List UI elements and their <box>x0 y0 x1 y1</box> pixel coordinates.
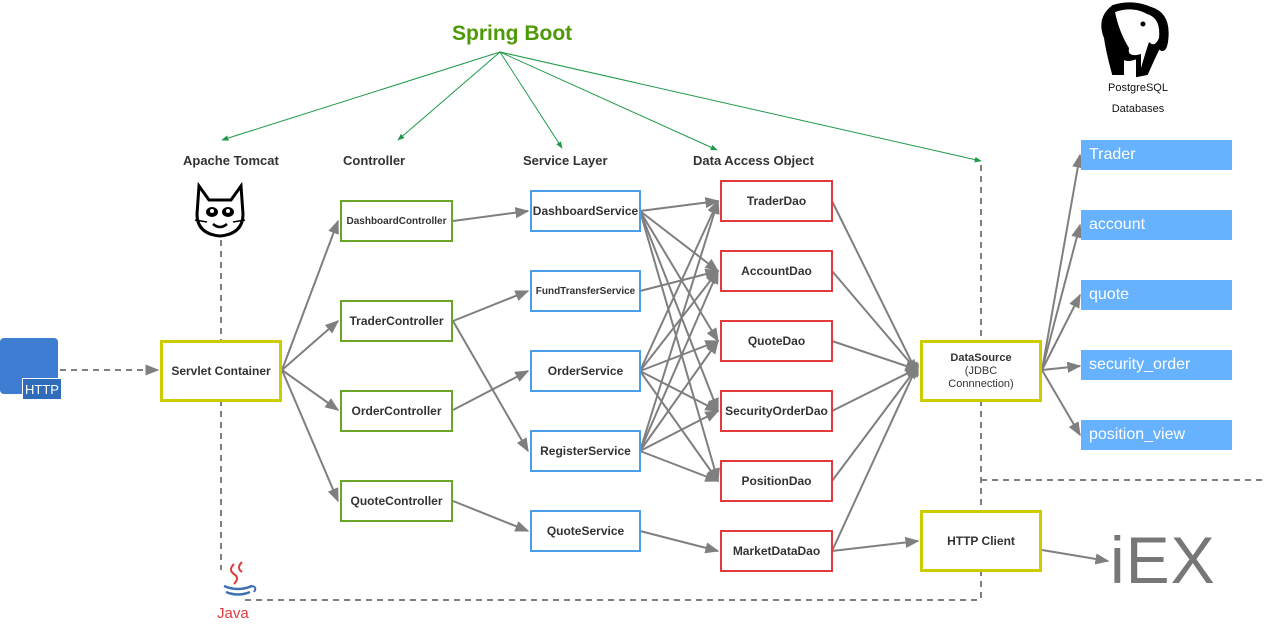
postgresql-label: PostgreSQL Databases <box>1098 78 1178 120</box>
postgresql-line1: PostgreSQL <box>1108 82 1168 94</box>
dashboard-controller-node: DashboardController <box>340 200 453 242</box>
header-apache-tomcat: Apache Tomcat <box>183 153 279 168</box>
table-security-order: security_order <box>1081 350 1232 380</box>
table-account: account <box>1081 210 1232 240</box>
quote-dao-node: QuoteDao <box>720 320 833 362</box>
datasource-node: DataSource (JDBC Connnection) <box>920 340 1042 402</box>
tomcat-cat-icon <box>194 181 246 238</box>
java-cup-icon <box>223 561 257 596</box>
postgresql-line2: Databases <box>1111 103 1165 115</box>
java-label: Java <box>217 605 249 622</box>
servlet-container-node: Servlet Container <box>160 340 282 402</box>
dashboard-service-node: DashboardService <box>530 190 641 232</box>
http-label: HTTP <box>22 378 62 400</box>
quote-controller-node: QuoteController <box>340 480 453 522</box>
order-controller-node: OrderController <box>340 390 453 432</box>
account-dao-node: AccountDao <box>720 250 833 292</box>
spring-arrows <box>221 51 982 163</box>
postgresql-elephant-icon <box>1101 2 1169 78</box>
http-icon: HTTP <box>0 338 62 400</box>
position-dao-node: PositionDao <box>720 460 833 502</box>
flow-arrows <box>281 153 1110 565</box>
order-service-node: OrderService <box>530 350 641 392</box>
http-client-node: HTTP Client <box>920 510 1042 572</box>
datasource-line2: (JDBC <box>964 364 998 377</box>
header-data-access-object: Data Access Object <box>693 153 814 168</box>
datasource-line3: Connnection) <box>948 377 1014 390</box>
datasource-line1: DataSource <box>950 351 1012 364</box>
trader-controller-node: TraderController <box>340 300 453 342</box>
header-service-layer: Service Layer <box>523 153 608 168</box>
fund-transfer-service-node: FundTransferService <box>530 270 641 312</box>
header-controller: Controller <box>343 153 406 168</box>
table-position-view: position_view <box>1081 420 1232 450</box>
security-order-dao-node: SecurityOrderDao <box>720 390 833 432</box>
table-trader: Trader <box>1081 140 1232 170</box>
spring-boot-title: Spring Boot <box>452 22 573 45</box>
iex-logo: iEX <box>1110 523 1216 597</box>
quote-service-node: QuoteService <box>530 510 641 552</box>
table-quote: quote <box>1081 280 1232 310</box>
dashed-lines <box>60 165 1265 601</box>
register-service-node: RegisterService <box>530 430 641 472</box>
market-data-dao-node: MarketDataDao <box>720 530 833 572</box>
trader-dao-node: TraderDao <box>720 180 833 222</box>
